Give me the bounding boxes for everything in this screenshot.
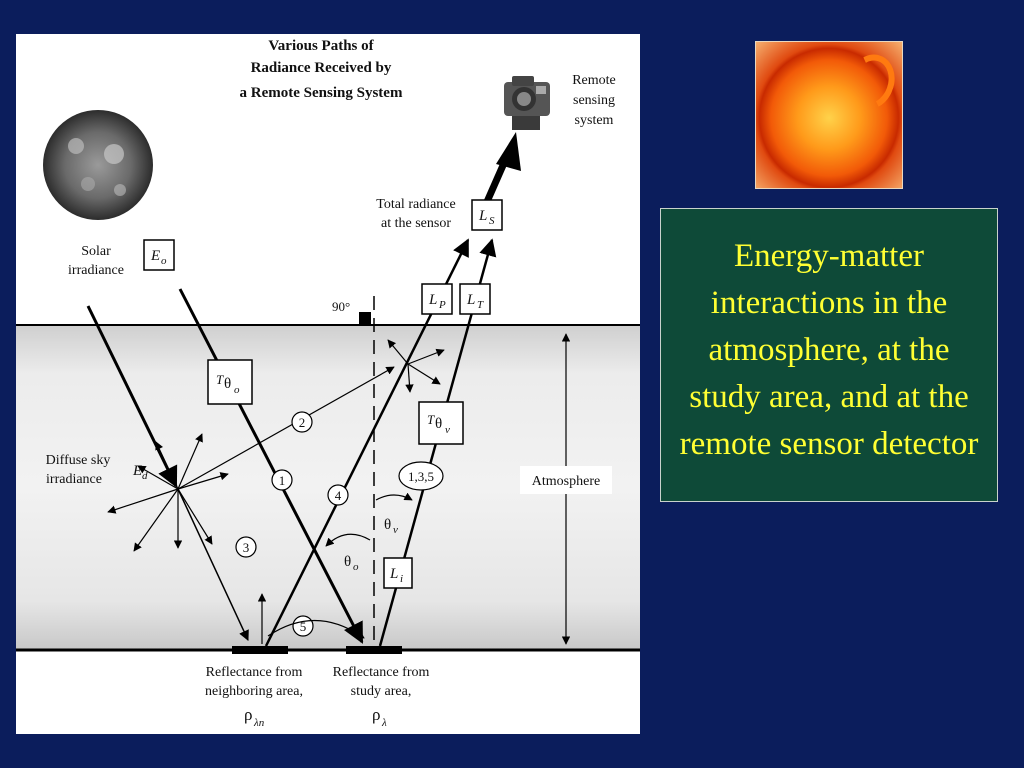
svg-text:L: L	[466, 292, 475, 308]
reflectance-study-line-1: Reflectance from	[333, 665, 430, 680]
path-number-5: 5	[292, 615, 314, 637]
diagram-title-line-1: Various Paths of	[268, 38, 374, 54]
svg-text:o: o	[234, 384, 240, 396]
svg-text:T: T	[427, 412, 435, 427]
diagram-svg: Various Paths of Radiance Received by a …	[16, 38, 640, 729]
svg-text:5: 5	[300, 619, 307, 634]
radiance-diagram: Various Paths of Radiance Received by a …	[16, 34, 640, 734]
t-theta-v-box: T θ v	[418, 401, 464, 445]
angle-90-label: 90°	[332, 299, 350, 314]
svg-text:o: o	[161, 255, 167, 267]
lp-box: L P	[421, 283, 453, 315]
theta-o-arc	[325, 533, 371, 547]
svg-text:1: 1	[279, 473, 286, 488]
neighbor-area-patch	[232, 646, 288, 654]
theta-v-arc	[375, 492, 413, 501]
svg-text:P: P	[438, 299, 446, 311]
svg-text:λ: λ	[381, 717, 387, 729]
svg-text:L: L	[478, 208, 487, 224]
solar-ray-path-1	[178, 288, 364, 644]
diffuse-line-1: Diffuse sky	[46, 453, 111, 468]
svg-text:E: E	[132, 463, 142, 479]
diagram-title-line-2: Radiance Received by	[251, 60, 392, 76]
eo-box: E o	[143, 239, 175, 271]
svg-text:θ: θ	[384, 517, 391, 533]
solar-ray-diffuse	[86, 305, 178, 488]
svg-text:1,3,5: 1,3,5	[408, 469, 434, 484]
path-number-2: 2	[291, 411, 313, 433]
ls-box: L S	[471, 199, 503, 231]
svg-text:θ: θ	[435, 416, 442, 432]
svg-text:o: o	[353, 561, 359, 573]
total-radiance-line-2: at the sensor	[381, 216, 451, 231]
svg-text:4: 4	[335, 488, 342, 503]
sun-grayscale-image	[43, 110, 153, 220]
svg-text:v: v	[445, 424, 450, 436]
sensor-label-line-1: Remote	[572, 73, 616, 88]
svg-text:T: T	[477, 299, 484, 311]
diffuse-scatter-arrows	[107, 433, 229, 552]
atmosphere-label: Atmosphere	[532, 474, 600, 489]
lt-box: L T	[459, 283, 491, 315]
svg-text:d: d	[142, 470, 148, 482]
camera-icon	[504, 76, 550, 130]
sun-image	[755, 41, 903, 189]
caption-text: Energy-matter interactions in the atmosp…	[679, 237, 979, 462]
solar-flare	[839, 47, 902, 117]
svg-text:ρ: ρ	[244, 705, 252, 724]
reflectance-study-line-2: study area,	[351, 684, 412, 699]
li-box: L i	[383, 557, 413, 589]
svg-text:S: S	[489, 215, 495, 227]
reflectance-neighbor-line-2: neighboring area,	[205, 684, 303, 699]
svg-text:ρ: ρ	[372, 705, 380, 724]
solar-irradiance-line-2: irradiance	[68, 263, 124, 278]
svg-text:L: L	[389, 566, 398, 582]
svg-text:L: L	[428, 292, 437, 308]
svg-text:λn: λn	[253, 717, 265, 729]
t-theta-o-box: T θ o	[207, 359, 253, 405]
svg-text:E: E	[150, 248, 160, 264]
path-number-1: 1	[271, 469, 293, 491]
sensor-label-line-3: system	[575, 113, 614, 128]
svg-text:i: i	[400, 573, 403, 585]
total-radiance-line-1: Total radiance	[376, 197, 455, 212]
diagram-title-line-3: a Remote Sensing System	[240, 85, 403, 101]
svg-text:θ: θ	[344, 554, 351, 570]
path-3-ray	[177, 488, 249, 641]
svg-text:2: 2	[299, 415, 306, 430]
atmosphere-scatter-arrows	[387, 339, 445, 393]
reflectance-neighbor-line-1: Reflectance from	[206, 665, 303, 680]
solar-irradiance-line-1: Solar	[81, 244, 111, 259]
path-2-ray	[177, 366, 395, 490]
svg-text:3: 3	[243, 540, 250, 555]
path-combined-label: 1,3,5	[398, 461, 444, 491]
path-number-3: 3	[235, 536, 257, 558]
svg-text:v: v	[393, 524, 398, 536]
svg-text:θ: θ	[224, 376, 231, 392]
svg-text:T: T	[216, 372, 224, 387]
path-5-arc	[267, 619, 365, 639]
sensor-label-line-2: sensing	[573, 93, 615, 108]
path-number-4: 4	[327, 484, 349, 506]
study-area-patch	[346, 646, 402, 654]
caption-box: Energy-matter interactions in the atmosp…	[660, 208, 998, 502]
diffuse-line-2: irradiance	[46, 472, 102, 487]
